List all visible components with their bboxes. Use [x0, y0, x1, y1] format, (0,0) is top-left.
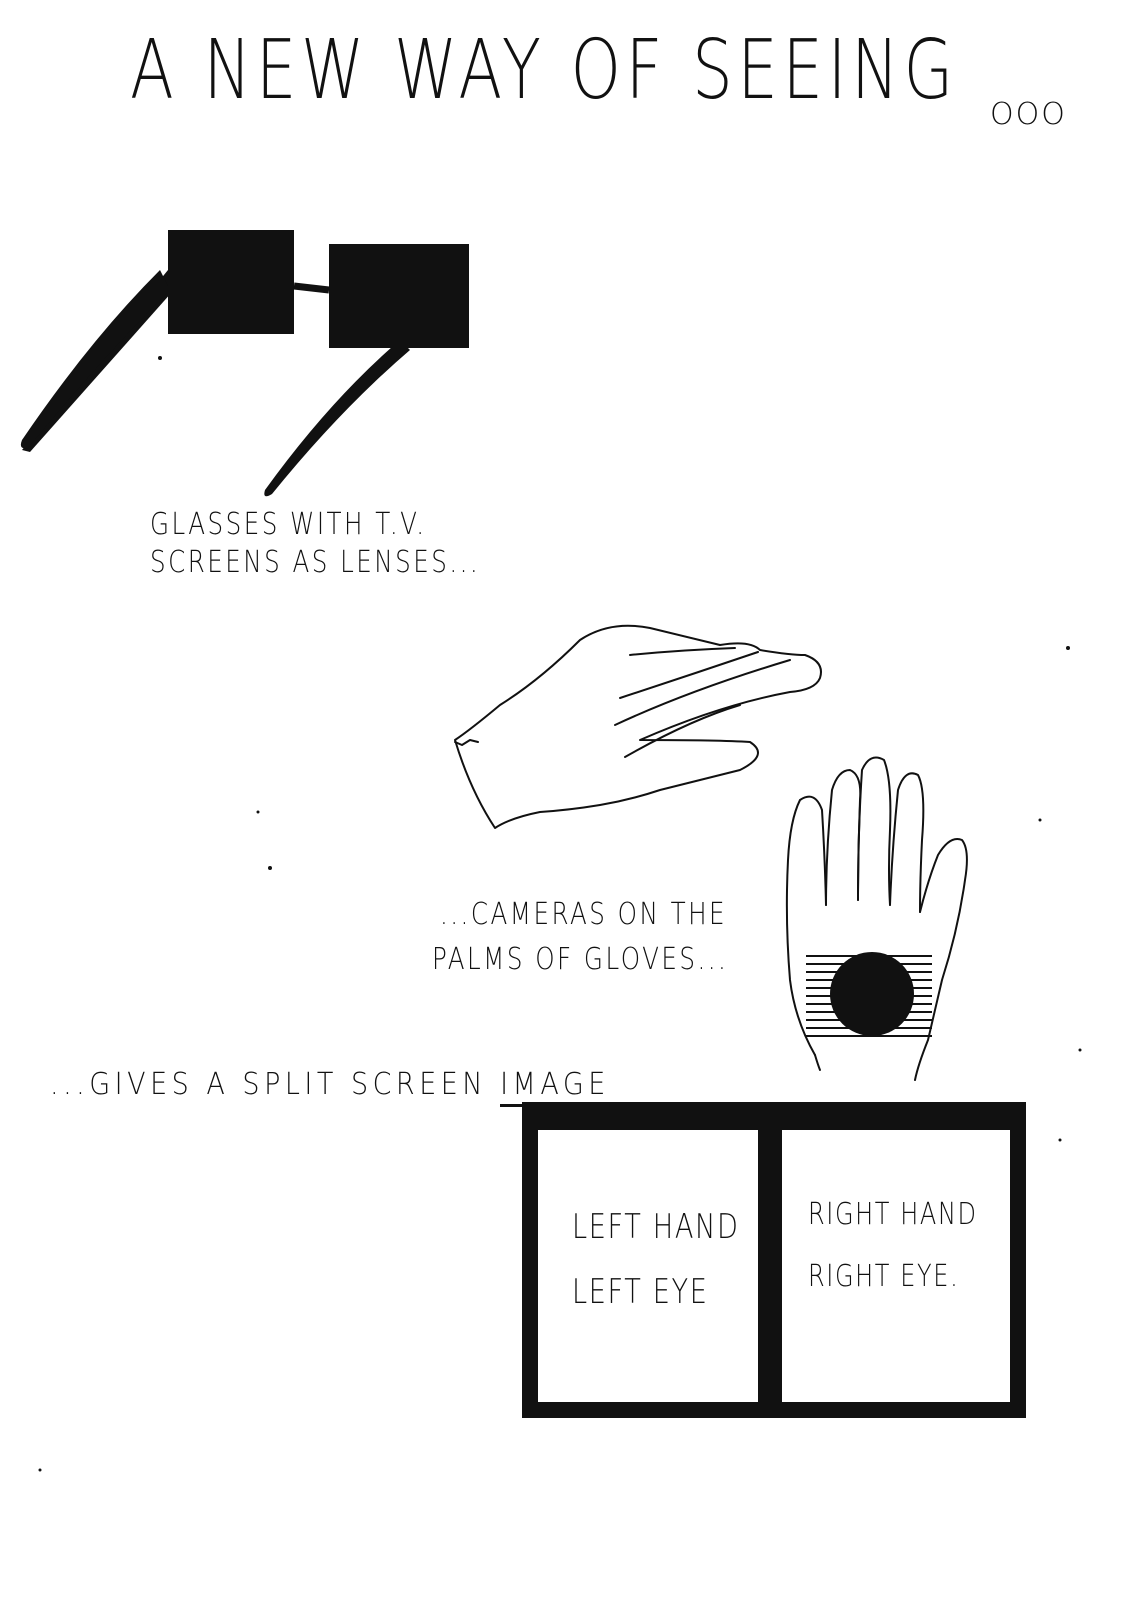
right-tv-lens [329, 244, 469, 348]
paper-specks [38, 356, 1082, 1472]
left-pane-line-1: Left hand [572, 1207, 740, 1247]
left-tv-lens [168, 230, 294, 334]
right-pane-line-2: Right eye. [808, 1259, 960, 1294]
cameras-caption-line-1: ...Cameras on the [440, 897, 728, 932]
split-screen-icon [522, 1102, 1026, 1418]
split-caption-image-word: Image [500, 1067, 610, 1107]
left-pane-line-2: Left eye [572, 1272, 709, 1312]
glove-hand-icon [454, 624, 822, 829]
right-pane-line-1: Right hand [808, 1197, 978, 1232]
split-caption-prefix: ...Gives a split screen [50, 1067, 488, 1102]
cameras-caption-line-2: Palms of gloves... [432, 942, 729, 977]
tv-glasses-icon [20, 230, 469, 497]
camera-lens [830, 952, 914, 1036]
glasses-caption-line-2: Screens as lenses... [150, 545, 481, 580]
glasses-caption-line-1: Glasses with T.V. [150, 507, 427, 542]
page-title: A New Way Of Seeing [130, 23, 958, 118]
title-ellipsis: ooo [990, 97, 1067, 132]
palm-camera-icon [785, 756, 968, 1081]
split-screen-caption: ...Gives a split screen Image [50, 1067, 610, 1107]
